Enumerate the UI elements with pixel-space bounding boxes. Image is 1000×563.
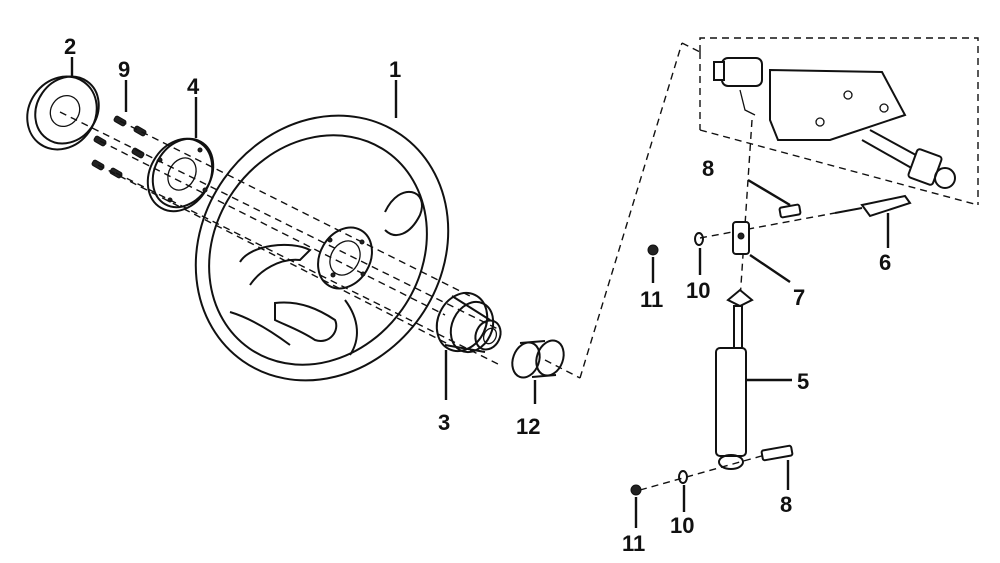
callout-10-lower: 10 [670, 513, 694, 538]
callout-3: 3 [438, 410, 450, 435]
part-1-steering-wheel [194, 114, 450, 382]
part-12-bushing [511, 339, 565, 404]
part-7-clamp [732, 221, 791, 283]
column-axis-line [739, 119, 753, 301]
part-11-nut-lower [630, 484, 642, 528]
callout-6: 6 [879, 250, 891, 275]
lower-axis-line [639, 454, 766, 491]
callout-11-upper: 11 [640, 287, 663, 312]
callout-7: 7 [793, 285, 805, 310]
part-4-mounting-plate [146, 137, 215, 213]
part-10-washer-upper [694, 232, 704, 275]
callout-10-upper: 10 [686, 278, 710, 303]
part-6-lever [699, 194, 912, 248]
callout-8-lower: 8 [780, 492, 792, 517]
callout-9: 9 [118, 57, 130, 82]
part-2-horn-cap [26, 75, 100, 151]
part-8-bolt-lower [760, 444, 794, 490]
part-10-washer-lower [678, 470, 688, 512]
callout-4: 4 [187, 74, 200, 99]
part-5-gas-strut [715, 288, 792, 470]
callout-5: 5 [797, 369, 809, 394]
steering-column-detail-inset [699, 37, 979, 206]
part-3-hub-adapter [435, 291, 502, 400]
assembly-axis-lines [59, 42, 701, 379]
part-9-screws [91, 115, 147, 179]
callout-8-upper: 8 [702, 156, 714, 181]
part-8-bolt-upper [747, 178, 802, 219]
callout-2: 2 [64, 34, 76, 59]
callout-12: 12 [516, 414, 540, 439]
callout-1: 1 [389, 57, 401, 82]
callout-11-lower: 11 [622, 531, 645, 556]
part-11-nut-upper [647, 244, 659, 283]
